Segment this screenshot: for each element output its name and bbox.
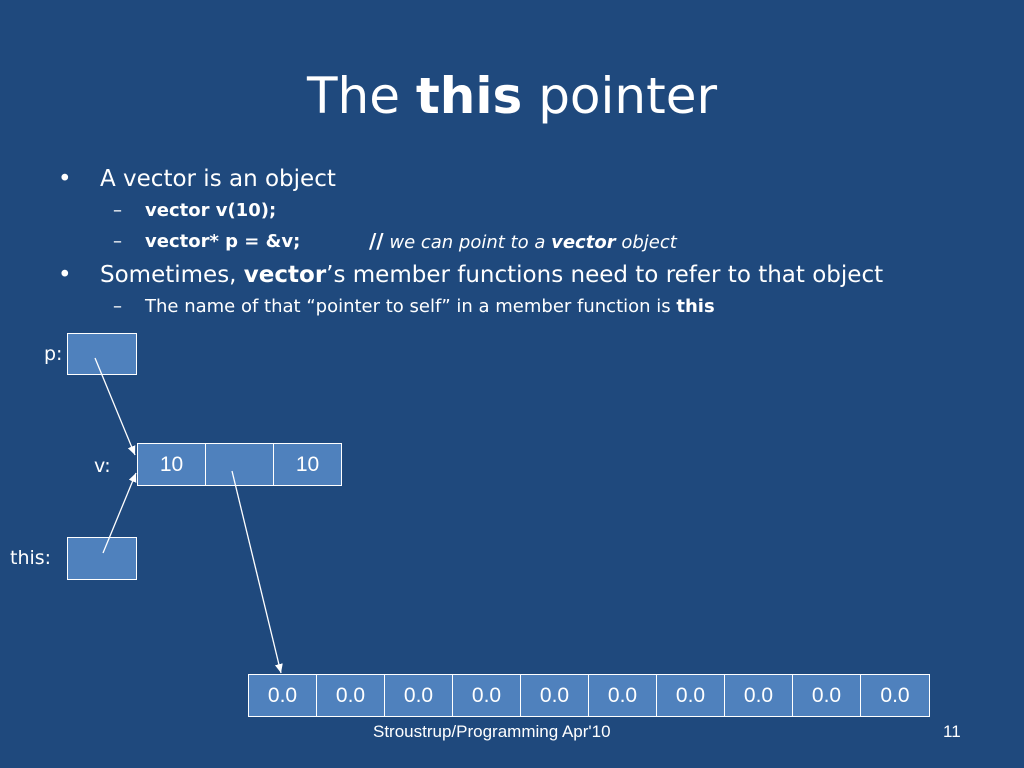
v-cell: 10	[137, 443, 206, 486]
v-cell	[205, 443, 274, 486]
array-cell: 0.0	[588, 674, 657, 717]
footer-source: Stroustrup/Programming Apr'10	[373, 722, 611, 741]
p-label: p:	[44, 343, 63, 365]
array-cell: 0.0	[316, 674, 385, 717]
v-label: v:	[94, 455, 111, 477]
array-cell: 0.0	[452, 674, 521, 717]
sub-3-bold: this	[676, 296, 715, 317]
bullet-2-post: ’s member functions need to refer to tha…	[326, 262, 884, 288]
sub-dash-2: –	[113, 231, 122, 252]
bullet-dot-2: •	[58, 262, 72, 288]
sub-dash-1: –	[113, 200, 122, 221]
comment-slashes: //	[369, 229, 384, 253]
p-to-v-arrow	[94, 357, 136, 456]
bullet-2-bold: vector	[243, 262, 327, 288]
array-cell: 0.0	[656, 674, 725, 717]
bullet-2-text: Sometimes, vector’s member functions nee…	[100, 262, 883, 288]
title-part1: The	[306, 67, 400, 125]
sub-3-pre: The name of that “pointer to self” in a …	[145, 296, 671, 317]
p-pointer-box	[67, 333, 137, 375]
v-cell: 10	[273, 443, 342, 486]
array-cell: 0.0	[860, 674, 930, 717]
bullet-2-pre: Sometimes,	[100, 262, 237, 288]
comment-tail: object	[621, 232, 677, 253]
title-bold: this	[415, 67, 523, 125]
sub-1-code: vector v(10);	[145, 200, 277, 221]
this-label: this:	[10, 547, 52, 569]
v-to-array-arrow	[231, 470, 283, 674]
comment-bold: vector	[551, 232, 616, 253]
bullet-dot-1: •	[58, 166, 72, 192]
sub-2-code: vector* p = &v;	[145, 231, 301, 252]
array-cell: 0.0	[724, 674, 793, 717]
array-cell: 0.0	[248, 674, 317, 717]
title-part2: pointer	[538, 67, 718, 125]
array-cell: 0.0	[792, 674, 861, 717]
page-number: 11	[943, 722, 961, 741]
this-pointer-box	[67, 537, 137, 580]
comment-text: we can point to a	[389, 232, 546, 253]
this-to-v-arrow	[102, 472, 137, 554]
array-cell: 0.0	[520, 674, 589, 717]
slide-title: The this pointer	[0, 64, 1024, 128]
sub-3-text: The name of that “pointer to self” in a …	[145, 296, 715, 317]
sub-2-comment: // we can point to a vector object	[369, 229, 677, 253]
sub-dash-3: –	[113, 296, 122, 317]
bullet-1-text: A vector is an object	[100, 166, 336, 192]
